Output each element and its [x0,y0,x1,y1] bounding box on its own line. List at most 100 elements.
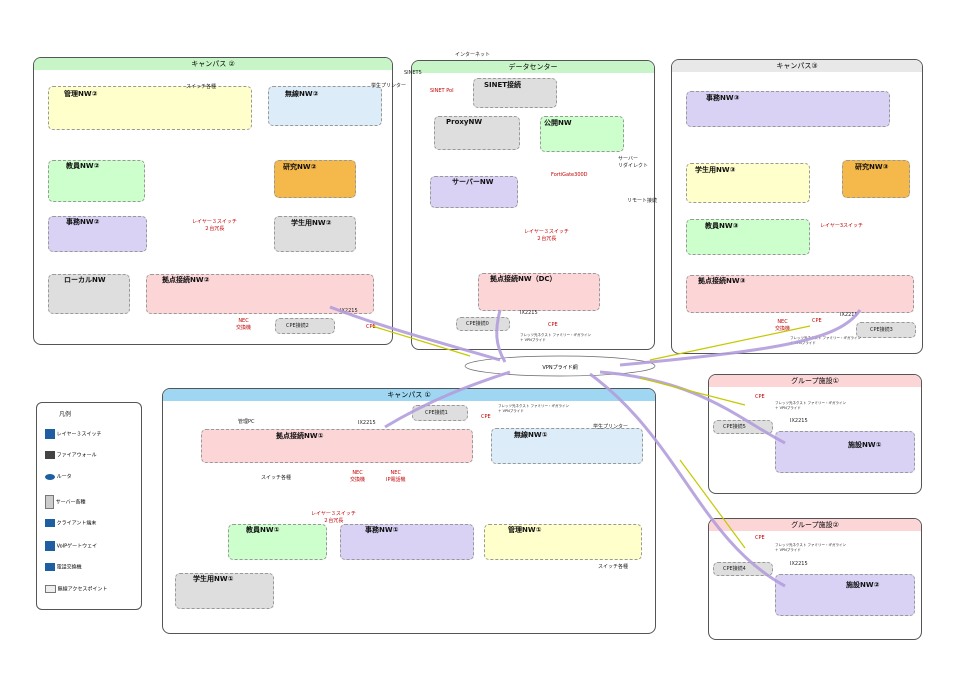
legend-item-ap: 無線アクセスポイント [45,585,107,593]
label-l3-2: レイヤー３スイッチ ２台冗長 [192,219,237,232]
legend-box: 凡例 レイヤー３スイッチ ファイアウォール ルータ サーバー各種 クライアント端… [36,402,142,610]
zone-label-jimu-3: 事務NW③ [706,94,740,102]
zone-label-kanri-2: 管理NW② [64,90,98,98]
label-l3-3: レイヤー3スイッチ [820,223,864,229]
legend-title: 凡例 [59,411,72,418]
label-cpe-conn-1: CPE接続1 [425,410,448,416]
zone-label-local-2: ローカルNW [64,276,106,284]
zone-label-kyoin-2: 教員NW② [66,162,100,170]
legend-label-6: 電話交換機 [56,564,82,571]
zone-label-kanri-1: 管理NW① [508,526,542,534]
label-ix-1: IX2215 [358,420,376,426]
legend-item-voip: VoIPゲートウェイ [45,541,97,551]
zone-label-jimu-1: 事務NW① [365,526,399,534]
label-ix-dc: IX2215 [520,310,538,316]
label-cpe-g1: CPE [755,394,765,400]
legend-label-5: VoIPゲートウェイ [56,543,98,550]
zone-shisetsu-2 [775,574,915,616]
label-cpe-3: CPE [812,318,822,324]
zone-kyoten-3 [686,275,914,313]
legend-label-1: ファイアウォール [56,452,97,459]
label-internet: インターネット [455,52,491,58]
label-l3-1: レイヤー３スイッチ ２台冗長 [311,511,356,524]
legend-label-3: サーバー各種 [55,499,86,506]
zone-label-shisetsu-2: 施設NW② [846,581,880,589]
label-cpe-1: CPE [481,414,491,420]
legend-label-7: 無線アクセスポイント [57,586,108,593]
zone-label-proxy: ProxyNW [446,118,483,126]
zone-kyoten-1 [201,429,473,463]
label-ix-3: IX2215 [840,312,858,318]
zone-jimu-1 [340,524,474,560]
zone-kyoin-1 [228,524,327,560]
label-sinet5: SINET5 [404,70,422,76]
zone-label-kyoin-1: 教員NW① [246,526,280,534]
label-cpe-conn-4: CPE接続4 [723,566,746,572]
legend-item-server: サーバー各種 [45,495,86,509]
zone-label-sinet: SINET接続 [484,81,522,89]
campus-1-title: キャンパス ① [163,389,655,401]
zone-label-gakusei-3: 学生用NW③ [695,166,736,174]
legend-label-4: クライアント端末 [56,520,97,527]
zone-musen-2 [268,86,382,126]
legend-item-pbx: 電話交換機 [45,563,82,571]
zone-jimu-2 [48,216,147,252]
label-line-g2: フレッツ光ネクスト ファミリー・ギガライン ＋ VPNプライド [775,543,847,552]
label-sinet-pe: SINET PoI [430,88,454,94]
legend-item-firewall: ファイアウォール [45,451,97,459]
zone-kenkyu-2 [274,160,356,198]
zone-gakusei-2 [274,216,356,252]
label-switches-1: スイッチ各種 [261,475,292,481]
label-nec-1: NEC 交換機 [350,470,366,483]
label-line-dc: フレッツ光ネクスト ファミリー・ギガライン ＋ VPNプライド [520,333,592,342]
zone-label-kenkyu-3: 研究NW③ [855,163,889,171]
zone-label-kenkyu-2: 研究NW② [283,163,317,171]
label-cpe-conn-5: CPE接続5 [723,424,746,430]
campus-2-title: キャンパス ② [34,58,392,70]
zone-label-server: サーバーNW [452,178,494,186]
zone-gakusei-3 [686,163,810,203]
label-ix-g2: IX2215 [790,561,808,567]
zone-kyoin-3 [686,219,810,255]
label-printer-2: 学生プリンター [371,83,407,89]
label-nec-2: NEC 交換機 [236,318,252,331]
zone-label-gakusei-2: 学生用NW② [291,219,332,227]
zone-label-gakusei-1: 学生用NW① [193,575,234,583]
label-line-1: フレッツ光ネクスト ファミリー・ギガライン ＋ VPNプライド [498,404,570,413]
zone-label-kyoin-3: 教員NW③ [705,222,739,230]
zone-jimu-3 [686,91,890,127]
label-cpe-conn-2: CPE接続2 [286,323,309,329]
zone-label-musen-2: 無線NW② [285,90,319,98]
legend-item-client: クライアント端末 [45,519,96,527]
campus-3-title: キャンパス③ [672,60,922,72]
label-fortigate: FortiGate300D [551,172,588,178]
legend-label-0: レイヤー３スイッチ [56,431,102,438]
zone-gakusei-1 [175,573,274,609]
zone-kyoten-dc [478,273,600,311]
label-cpe-dc: CPE [548,322,558,328]
label-server-redirect: サーバー リダイレクト [618,156,649,169]
zone-public [540,116,624,152]
zone-local-2 [48,274,130,314]
label-kanri-pc: 管理PC [238,419,255,425]
legend-item-l3switch: レイヤー３スイッチ [45,429,101,439]
zone-label-jimu-2: 事務NW② [66,218,100,226]
label-cpe-g2: CPE [755,535,765,541]
zone-label-kyoten-2: 拠点接続NW② [162,276,210,284]
label-switches-1b: スイッチ各種 [598,564,629,570]
zone-label-kyoten-3: 拠点接続NW③ [698,277,746,285]
zone-kanri-2 [48,86,252,130]
zone-label-shisetsu-1: 施設NW① [848,441,882,449]
zone-kenkyu-3 [842,160,910,198]
label-line-g1: フレッツ光ネクスト ファミリー・ギガライン ＋ VPNプライド [775,401,847,410]
group-1-title: グループ施設① [709,375,921,387]
zone-label-kyoten-dc: 拠点接続NW（DC） [490,275,557,283]
label-nec-3: NEC 交換機 [775,319,791,332]
label-printer-1: 学生プリンター [593,424,629,430]
label-remote: リモート接続 [627,198,658,204]
zone-shisetsu-1 [775,431,915,473]
zone-label-public: 公開NW [544,119,572,127]
vpn-label: VPNプライド網 [542,364,577,371]
zone-proxy [434,116,520,150]
